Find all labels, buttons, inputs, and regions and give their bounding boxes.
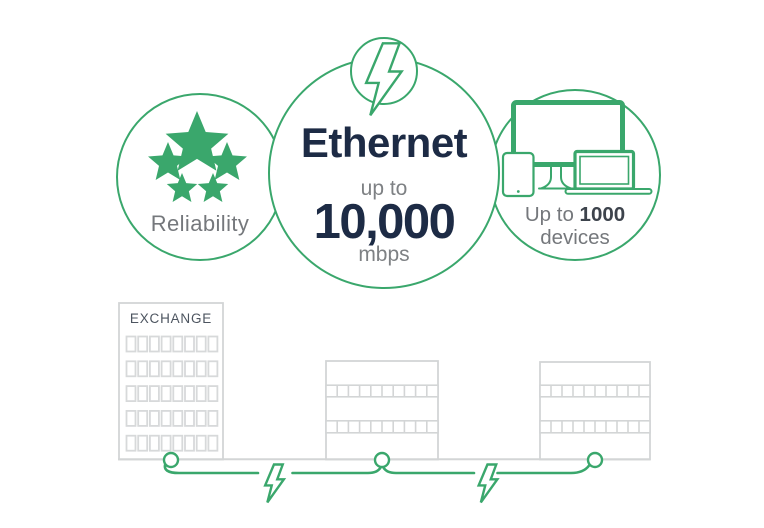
monitor-stand: [540, 166, 552, 190]
devices-icon: [501, 100, 653, 198]
node-building-1: [373, 451, 391, 469]
fibre-line: [163, 462, 591, 475]
building-window-bands: [325, 384, 651, 434]
five-stars-icon: [148, 111, 247, 202]
line-lightning-icon-1: [265, 465, 284, 503]
devices-badge: Up to 1000 devices: [489, 89, 661, 261]
ethernet-qualifier: up to: [360, 177, 408, 200]
devices-prefix: Up to: [524, 203, 574, 226]
monitor-icon: [511, 100, 625, 167]
exchange-building: [118, 302, 224, 461]
ethernet-unit: mbps: [358, 243, 410, 266]
devices-suffix: devices: [540, 226, 610, 249]
exchange-label: EXCHANGE: [130, 311, 212, 326]
lightning-badge: [350, 37, 418, 105]
devices-label: Up to 1000 devices: [491, 203, 659, 249]
tablet-icon: [501, 151, 535, 198]
devices-count: 1000: [579, 203, 626, 226]
line-lightning-icon-2: [479, 465, 498, 503]
ethernet-speed: 10,000: [313, 195, 456, 249]
exchange-windows: [125, 335, 219, 452]
reliability-badge: Reliability: [116, 93, 284, 261]
node-exchange: [162, 451, 180, 469]
node-building-2: [586, 451, 604, 469]
reliability-label: Reliability: [150, 211, 250, 236]
office-building-2: [539, 361, 651, 461]
ethernet-title: Ethernet: [300, 119, 468, 166]
lightning-bolt-icon: [350, 37, 418, 105]
office-building-1: [325, 360, 439, 461]
